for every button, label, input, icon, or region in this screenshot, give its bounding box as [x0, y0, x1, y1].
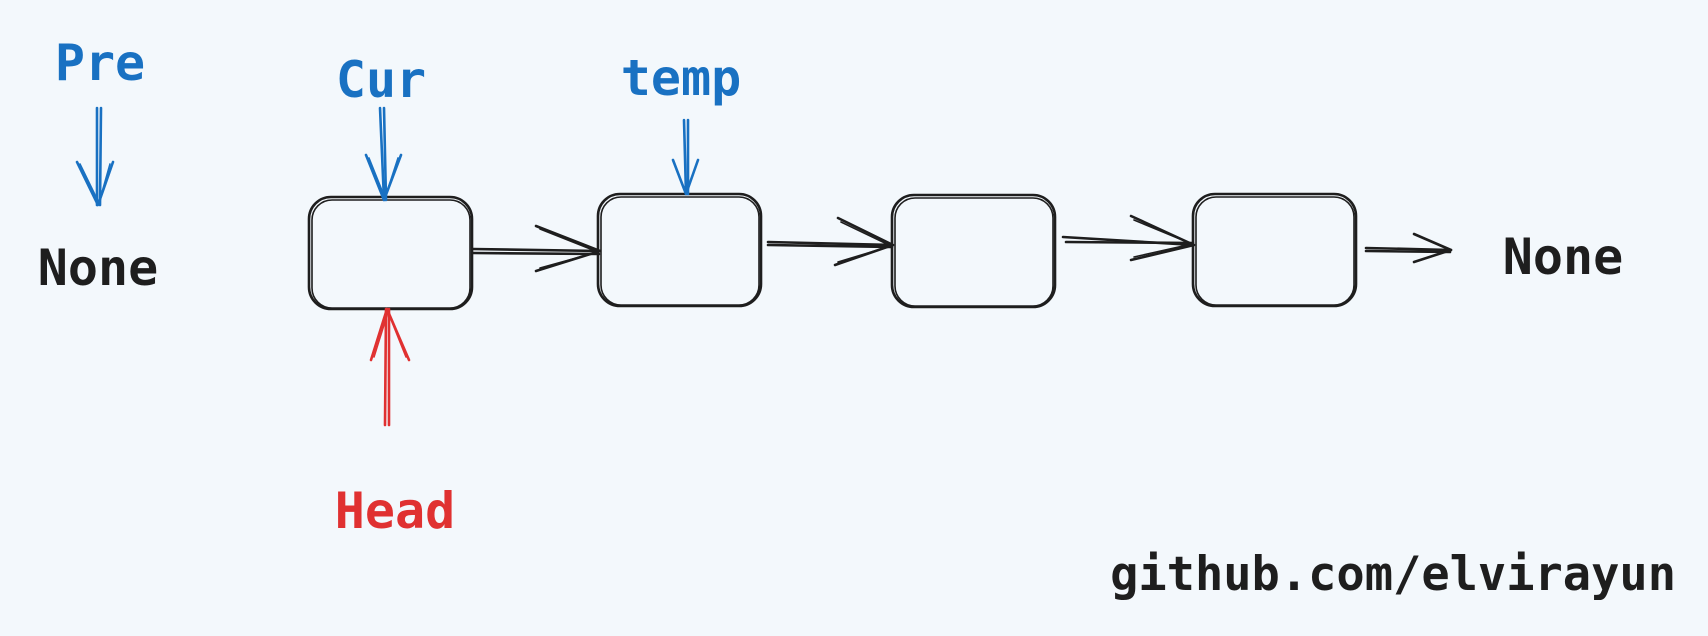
- cur-arrow: [364, 106, 403, 202]
- pre-arrow: [75, 106, 115, 207]
- none-left-label: None: [38, 239, 158, 297]
- pre-label: Pre: [55, 34, 145, 92]
- watermark: github.com/elvirayun: [1110, 547, 1676, 602]
- none-right-label: None: [1503, 228, 1623, 286]
- node-2: [596, 192, 763, 308]
- node-1: [307, 195, 474, 311]
- head-arrow: [369, 307, 411, 427]
- temp-label: temp: [621, 49, 741, 107]
- cur-label: Cur: [336, 51, 426, 109]
- link-arrow-4-none: [1364, 232, 1453, 264]
- link-arrow-1-2: [471, 224, 602, 273]
- node-4: [1191, 192, 1358, 308]
- head-label: Head: [335, 482, 455, 540]
- temp-arrow: [671, 118, 700, 196]
- link-arrow-3-4: [1061, 214, 1196, 262]
- link-arrow-2-3: [766, 216, 895, 267]
- node-3: [890, 193, 1057, 309]
